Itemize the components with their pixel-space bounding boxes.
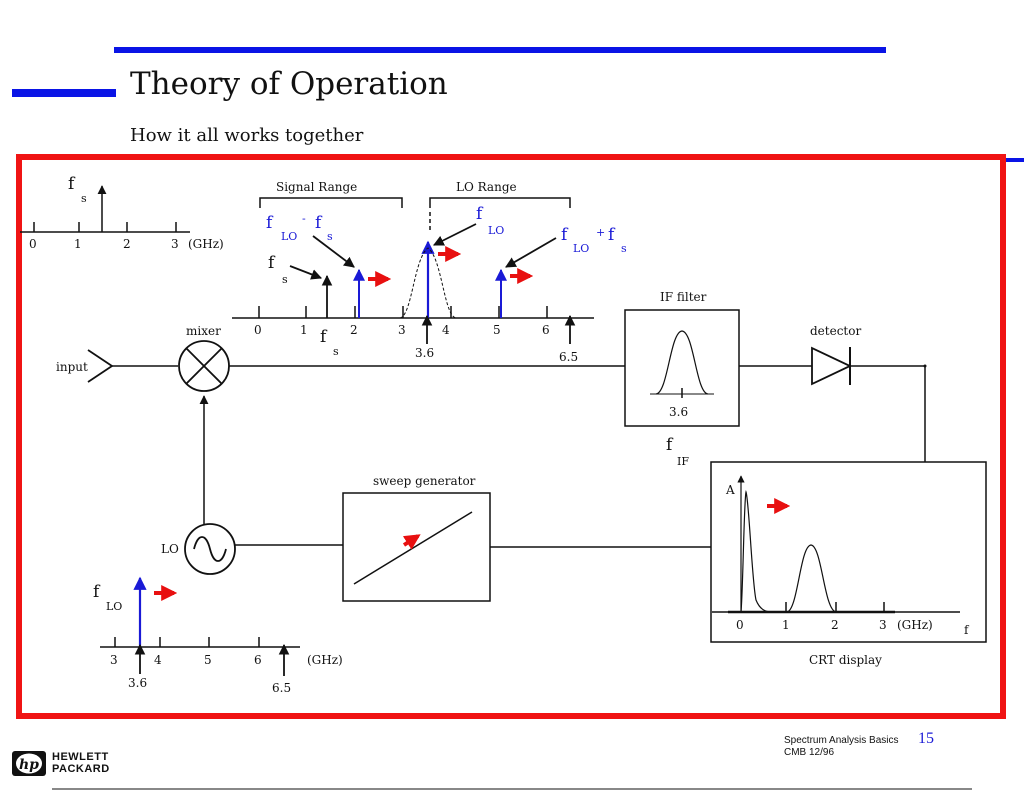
flo-plus-fs-f: f [561,225,569,245]
main-spectrum: Signal Range LO Range 0 1 2 3 4 5 6 [232,180,627,364]
frame-right-accent [1006,158,1024,162]
lo-marker-high: 6.5 [272,681,291,695]
detector-label: detector [810,324,861,338]
flo-minus-fs-f: f [266,213,274,233]
fs-label-sub: s [81,192,87,205]
sweep-generator-label: sweep generator [373,474,476,488]
tick-label: 4 [442,323,450,337]
hp-logo: hp [12,751,46,776]
lo-label: LO [161,542,179,556]
flo-minus-fs-lo: LO [281,230,297,243]
crt-unit-label: (GHz) [897,618,933,632]
tick-label: 1 [300,323,308,337]
flo-lo: LO [488,224,504,237]
lo-marker-low: 3.6 [128,676,147,690]
mixer-label: mixer [186,324,221,338]
top-rule [114,47,886,53]
tick-label: 2 [350,323,358,337]
input-label: input [56,360,88,374]
tick-label: 6 [254,653,262,667]
tick-label: 1 [782,618,790,632]
lo-range-label: LO Range [456,180,517,194]
lo-spectrum-f: f [93,582,101,602]
slide-subtitle: How it all works together [130,125,364,146]
tick-label: 2 [831,618,839,632]
footer-line2: CMB 12/96 [784,747,835,758]
title-bar [12,89,116,97]
lo-spectrum-lo: LO [106,600,122,613]
tick-label: 1 [74,237,82,251]
if-filter-label: IF filter [660,290,707,304]
tick-label: 6 [542,323,550,337]
tick-label: 3 [171,237,179,251]
lo-spectrum-unit: (GHz) [307,653,343,667]
fs-below-f: f [320,327,328,347]
fs-f: f [268,253,276,273]
top-left-spectrum: f s 0 1 2 3 (GHz) [20,174,224,251]
flo-minus-fs-op: - [302,212,306,225]
signal-path: input mixer IF filter 3.6 f IF detector … [56,290,987,667]
slide-title: Theory of Operation [130,66,448,102]
tick-label: 0 [736,618,744,632]
company-name: HEWLETT PACKARD [52,751,110,775]
marker-high: 6.5 [559,350,578,364]
unit-label: (GHz) [188,237,224,251]
signal-range-label: Signal Range [276,180,357,194]
flo-f: f [476,204,484,224]
fs-s: s [282,273,288,286]
flo-minus-fs-f2: f [315,213,323,233]
hp-logo-mark: hp [19,757,39,773]
company-name-line1: HEWLETT [52,751,109,763]
fif-f: f [666,435,674,455]
tick-label: 2 [123,237,131,251]
tick-label: 0 [254,323,262,337]
crt-freq-label: f [964,623,970,637]
footer-text: Spectrum Analysis Basics CMB 12/96 [784,735,899,759]
flo-minus-fs-s: s [327,230,333,243]
tick-label: 0 [29,237,37,251]
crt-amplitude-label: A [725,483,735,497]
tick-label: 3 [398,323,406,337]
footer-line1: Spectrum Analysis Basics [784,735,899,746]
page-number: 15 [918,730,934,747]
lo-spectrum: f LO 3 4 5 6 (GHz) 3.6 6.5 [93,576,343,695]
tick-label: 4 [154,653,162,667]
fs-below-s: s [333,345,339,358]
tick-label: 3 [879,618,887,632]
company-name-line2: PACKARD [52,763,110,775]
fif-sub: IF [677,455,689,468]
flo-plus-fs-f2: f [608,225,616,245]
if-center-label: 3.6 [669,405,688,419]
flo-plus-fs-op: + [596,226,605,239]
flo-plus-fs-lo: LO [573,242,589,255]
flo-plus-fs-s: s [621,242,627,255]
marker-low: 3.6 [415,346,434,360]
tick-label: 3 [110,653,118,667]
tick-label: 5 [204,653,212,667]
fs-label-f: f [68,174,76,194]
tick-label: 5 [493,323,501,337]
crt-display-label: CRT display [809,653,882,667]
